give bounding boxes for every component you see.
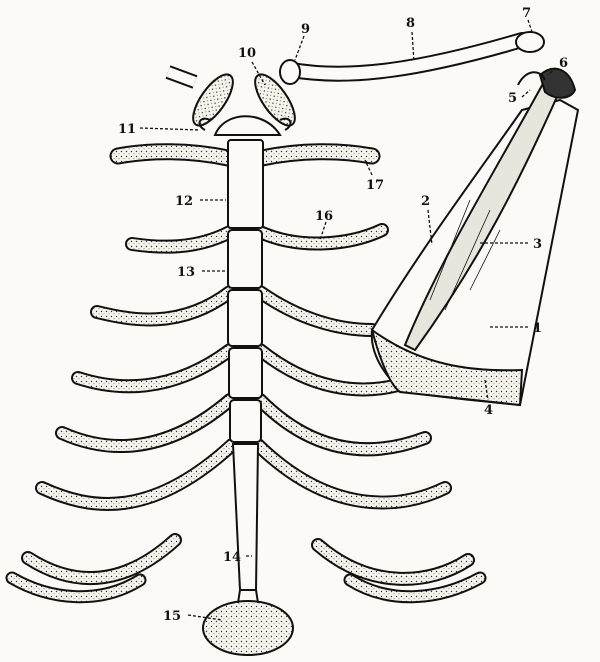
label-1: 1 bbox=[533, 321, 542, 336]
right-ribs bbox=[251, 143, 487, 604]
label-4: 4 bbox=[484, 403, 493, 418]
label-6: 6 bbox=[559, 56, 568, 71]
label-16: 16 bbox=[315, 209, 333, 224]
label-12: 12 bbox=[175, 194, 193, 209]
label-14: 14 bbox=[223, 550, 241, 565]
label-7: 7 bbox=[522, 6, 531, 21]
label-15: 15 bbox=[163, 609, 181, 624]
figure-labels: 1 2 3 4 5 6 7 8 9 10 11 12 13 14 15 16 1… bbox=[118, 6, 568, 624]
leader-lines bbox=[139, 19, 557, 621]
sternum bbox=[202, 139, 294, 656]
left-ribs bbox=[5, 143, 239, 604]
label-2: 2 bbox=[421, 194, 430, 209]
label-9: 9 bbox=[301, 22, 310, 37]
label-10: 10 bbox=[238, 46, 256, 61]
scapula bbox=[370, 67, 580, 407]
label-8: 8 bbox=[406, 16, 415, 31]
label-13: 13 bbox=[177, 265, 195, 280]
clavicle bbox=[279, 31, 545, 85]
label-11: 11 bbox=[118, 122, 136, 137]
manubrium-clavicles bbox=[165, 65, 296, 136]
label-17: 17 bbox=[366, 178, 384, 193]
label-5: 5 bbox=[508, 91, 517, 106]
label-3: 3 bbox=[533, 237, 542, 252]
